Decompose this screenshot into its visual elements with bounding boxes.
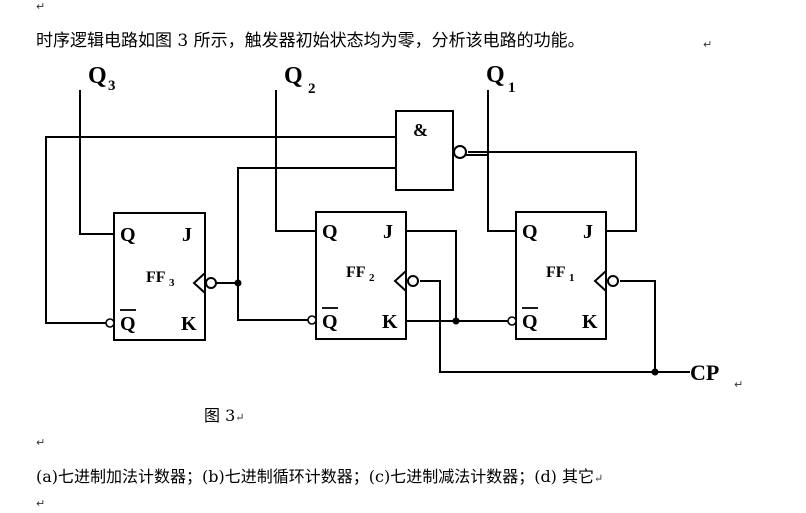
ff1-pin-qbar: Q — [522, 311, 538, 333]
ff1-pin-q: Q — [522, 221, 538, 243]
ff1-pin-j: J — [583, 221, 593, 243]
ff3-pin-j: J — [182, 224, 192, 246]
ff2-pin-qbar: Q — [322, 311, 338, 333]
paragraph-mark: ↵ — [703, 38, 713, 51]
junction-dot — [651, 368, 659, 376]
ff3-label-sub: 3 — [169, 277, 175, 289]
wire-ff2-clk — [420, 280, 690, 373]
ff2-pin-j: J — [383, 221, 393, 243]
flipflop-ff1: Q J Q K FF 1 — [507, 211, 619, 340]
answer-options: (a)七进制加法计数器；(b)七进制循环计数器；(c)七进制减法计数器；(d) … — [36, 467, 604, 486]
paragraph-mark: ↵ — [594, 472, 604, 485]
ff3-pin-q: Q — [120, 224, 136, 246]
nand-output-bubble — [453, 145, 467, 159]
ff1-clock-bubble — [607, 275, 619, 287]
figure-caption: 图 3↵ — [204, 406, 245, 425]
ff2-label: FF — [346, 264, 366, 281]
ff3-clock-triangle — [192, 272, 206, 294]
paragraph-mark: ↵ — [36, 497, 46, 510]
question-text: 时序逻辑电路如图 3 所示，触发器初始状态均为零，分析该电路的功能。 — [36, 31, 585, 51]
q1-label-sub: 1 — [508, 80, 516, 96]
junction-dot — [234, 279, 242, 287]
paragraph-mark: ↵ — [36, 436, 46, 449]
flipflop-ff2: Q J Q K FF 2 — [307, 211, 419, 340]
wire-q2 — [275, 90, 316, 232]
q3-label: Q — [88, 63, 107, 89]
ff1-qbar-bubble — [507, 316, 517, 326]
wire-q3 — [79, 90, 114, 235]
flipflop-ff3: Q J Q K FF 3 — [105, 212, 217, 341]
nand-gate-symbol: & — [413, 120, 428, 140]
ff2-label-sub: 2 — [369, 272, 375, 284]
ff3-pin-qbar: Q — [120, 313, 136, 335]
junctions — [234, 279, 659, 376]
cp-label: CP — [690, 360, 719, 385]
ff2-qbar-bubble — [307, 315, 317, 325]
wire-ff1-clk — [620, 280, 656, 372]
wire-q3bar-to-gate — [45, 136, 396, 324]
wire-nand-out — [468, 151, 637, 232]
wire-ff2-jk — [406, 230, 457, 321]
wire-q2bar-to-gate — [237, 167, 396, 321]
paragraph-mark: ↵ — [36, 0, 46, 13]
output-labels: Q 3 Q 2 Q 1 CP — [88, 62, 719, 385]
ff3-body — [113, 212, 206, 341]
nand-gate: & — [395, 110, 467, 191]
wires — [45, 90, 690, 373]
paragraph-mark: ↵ — [235, 411, 245, 424]
q2-label-sub: 2 — [308, 81, 316, 97]
ff2-pin-k: K — [382, 311, 398, 333]
ff3-clock-bubble — [205, 277, 217, 289]
paragraph-mark: ↵ — [734, 378, 744, 391]
q3-label-sub: 3 — [108, 78, 116, 94]
ff2-clock-triangle — [393, 270, 407, 292]
ff1-label: FF — [546, 264, 566, 281]
nand-gate-body — [395, 110, 454, 191]
wire-q1 — [487, 90, 516, 232]
ff3-pin-k: K — [181, 313, 197, 335]
q2-label: Q — [284, 63, 303, 89]
ff2-pin-q: Q — [322, 221, 338, 243]
junction-dot — [452, 317, 460, 325]
ff1-pin-k: K — [582, 311, 598, 333]
ff2-body — [315, 211, 407, 340]
ff1-label-sub: 1 — [569, 272, 575, 284]
ff1-body — [515, 211, 607, 340]
ff1-clock-triangle — [593, 270, 607, 292]
ff3-qbar-bubble — [105, 318, 115, 328]
ff3-label: FF — [146, 269, 166, 286]
ff2-clock-bubble — [407, 275, 419, 287]
q1-label: Q — [486, 62, 505, 88]
